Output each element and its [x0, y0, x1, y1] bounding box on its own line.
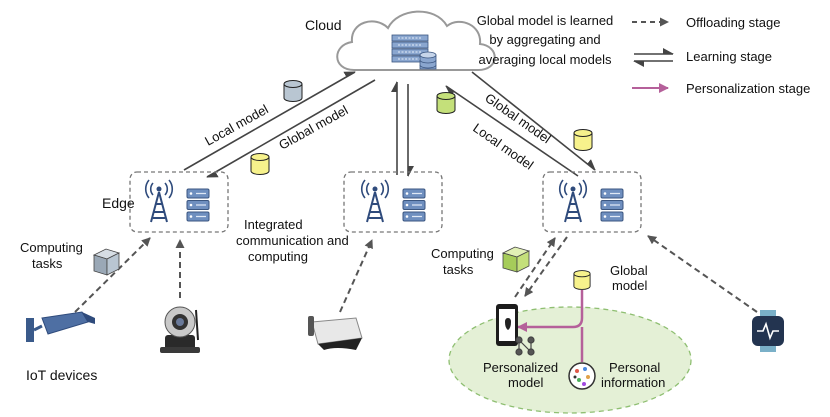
cloud-icon [336, 10, 496, 71]
computing-tasks-label-1-line-1: Computing [20, 240, 83, 255]
local-model-icon-right [436, 92, 456, 114]
offload-vr-arrow [339, 239, 373, 313]
smartphone-icon [496, 304, 518, 346]
cloud-note-line-1: Global model is learned [477, 13, 614, 28]
offload-watch-arrow [647, 235, 758, 313]
offload-camera-arrow [74, 237, 151, 313]
legend-offloading-label: Offloading stage [686, 15, 780, 30]
personal-information-icon [568, 362, 596, 390]
offloading-arrows [74, 235, 758, 313]
integrated-label-line-2: communication and [236, 233, 349, 248]
computing-tasks-label-2-line-1: Computing [431, 246, 494, 261]
neural-network-icon [515, 336, 535, 356]
webcam-icon [160, 306, 200, 353]
personalization-arrows [517, 290, 584, 362]
edge-node-left [129, 171, 229, 233]
integrated-label-line-3: computing [248, 249, 308, 264]
cloud-server-icon [391, 34, 429, 63]
edge-node-right [542, 171, 642, 233]
global-model-icon-left [250, 153, 270, 175]
security-camera-icon [26, 311, 95, 342]
local-model-upload-right [445, 85, 579, 177]
personal-information-label-line-1: Personal [609, 360, 660, 375]
personal-information-label-line-2: information [601, 375, 665, 390]
cloud-note-line-3: averaging local models [479, 52, 612, 67]
computing-task-cube-gray [92, 248, 121, 276]
antenna-icon [558, 179, 588, 223]
global-model-download-left [206, 79, 376, 178]
computing-tasks-label-2-line-2: tasks [443, 262, 474, 277]
server-icon [186, 188, 210, 222]
legend-learning-label: Learning stage [686, 49, 772, 64]
global-model-small-label-line-2: model [612, 278, 648, 293]
computing-tasks-label-1-line-2: tasks [32, 256, 63, 271]
antenna-icon [144, 179, 174, 223]
personalized-model-label-line-2: model [508, 375, 544, 390]
legend: Offloading stage Learning stage Personal… [632, 15, 810, 96]
global-model-download-right [471, 71, 596, 171]
learning-lines [183, 71, 596, 178]
smartwatch-icon [752, 310, 784, 352]
cloud-note-line-2: by aggregating and [489, 32, 600, 47]
iot-devices-label: IoT devices [26, 367, 97, 383]
personalized-model-label-line-1: Personalized [483, 360, 558, 375]
server-icon [402, 188, 426, 222]
vr-headset-icon [308, 316, 363, 350]
edge-node-center [343, 171, 443, 233]
legend-personalization-label: Personalization stage [686, 81, 810, 96]
download-phone-arrow [524, 236, 568, 297]
offload-phone-arrow [514, 237, 556, 298]
local-model-label-left: Local model [202, 101, 271, 148]
cloud-database-icon [419, 51, 437, 70]
global-model-small-label-line-1: Global [610, 263, 648, 278]
global-model-icon-right [573, 129, 593, 151]
global-model-icon-personal [573, 270, 591, 290]
server-icon [600, 188, 624, 222]
antenna-icon [360, 179, 390, 223]
integrated-label-line-1: Integrated [244, 217, 303, 232]
local-model-icon-left [283, 80, 303, 102]
edge-label: Edge [102, 195, 135, 211]
computing-task-cube-green [501, 246, 531, 273]
cloud-label: Cloud [305, 17, 342, 33]
local-model-upload-left [183, 71, 356, 171]
